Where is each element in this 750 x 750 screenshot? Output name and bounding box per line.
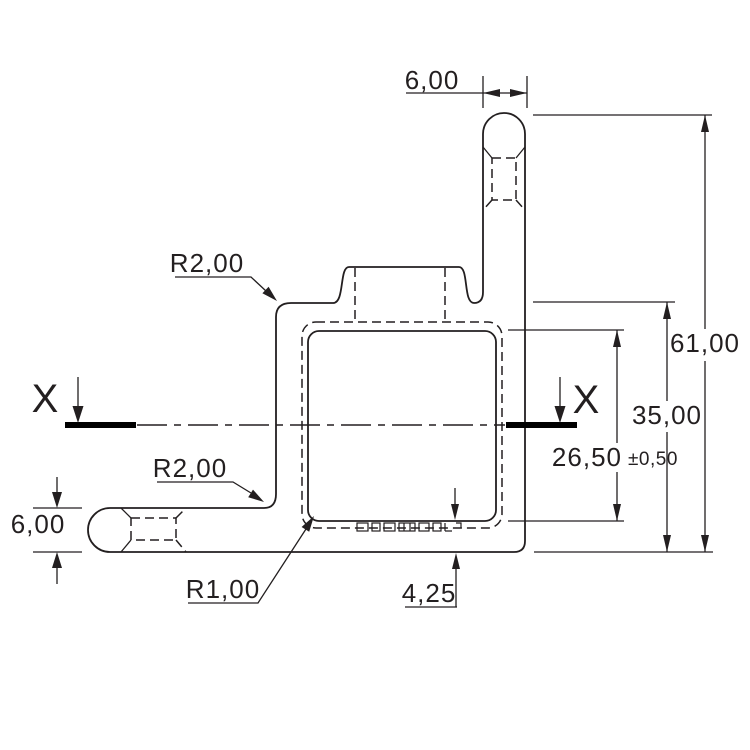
dim-body-height: 35,00	[533, 301, 702, 552]
dim-total-height: 61,00	[533, 114, 740, 553]
radius-inner-text: R1,00	[186, 574, 260, 604]
dim-foot-width: 6,00	[11, 477, 82, 584]
dim-base-thickness-text: 4,25	[402, 578, 457, 608]
arm-hole-hidden	[482, 157, 526, 211]
hidden-lines	[130, 157, 526, 553]
dim-cavity-depth: 26,50 ±0,50	[508, 329, 678, 522]
section-label-left: X	[32, 377, 59, 421]
arm-chamfer-edges	[482, 146, 526, 159]
cavity-inner-wall	[307, 330, 497, 522]
section-label-right: X	[573, 378, 600, 422]
foot-chamfer-edges	[120, 507, 132, 553]
callout-radius-inner: R1,00	[186, 516, 314, 604]
radius-top-text: R2,00	[170, 248, 244, 278]
boss-hole-hidden	[354, 268, 446, 322]
dim-cavity-depth-text: 26,50	[552, 442, 622, 472]
radius-bottom-text: R2,00	[153, 453, 227, 483]
dim-base-thickness: 4,25	[402, 488, 460, 608]
dim-arm-width-text: 6,00	[405, 65, 460, 95]
dim-foot-width-text: 6,00	[11, 509, 66, 539]
dim-cavity-tolerance-text: ±0,50	[628, 449, 678, 470]
section-arrow-left	[72, 377, 84, 423]
part-outline	[87, 112, 526, 553]
callout-radius-top: R2,00	[170, 248, 277, 301]
section-arrow-right	[554, 377, 566, 423]
dim-total-height-text: 61,00	[670, 328, 740, 358]
foot-hole-hidden	[130, 507, 187, 553]
part-marking-glyphs	[356, 522, 462, 532]
section-line: X X	[32, 377, 600, 428]
part-profile	[87, 112, 526, 553]
dim-arm-width: 6,00	[405, 65, 528, 108]
callout-radius-bottom: R2,00	[153, 453, 264, 502]
dim-body-height-text: 35,00	[632, 400, 702, 430]
